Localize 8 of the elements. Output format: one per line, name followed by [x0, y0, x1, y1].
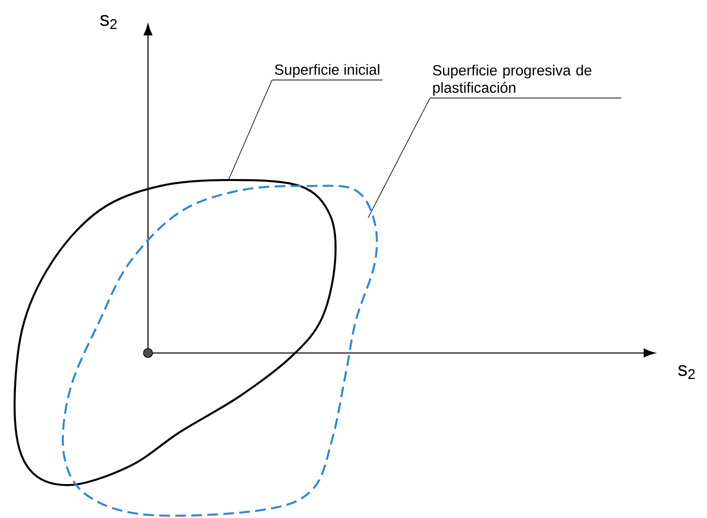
axis-label: s$_{2}$: [678, 365, 695, 379]
leader-line: [228, 80, 272, 182]
dashed-yield-curve: [62, 184, 378, 517]
callout-text: Superficie inicial: [272, 64, 383, 80]
leader-line: [368, 98, 430, 218]
yield-curve: [14, 179, 337, 486]
callout-text: Superficie progresiva de plastificación: [430, 64, 622, 98]
axis-label: s$_{2}$: [100, 15, 117, 29]
